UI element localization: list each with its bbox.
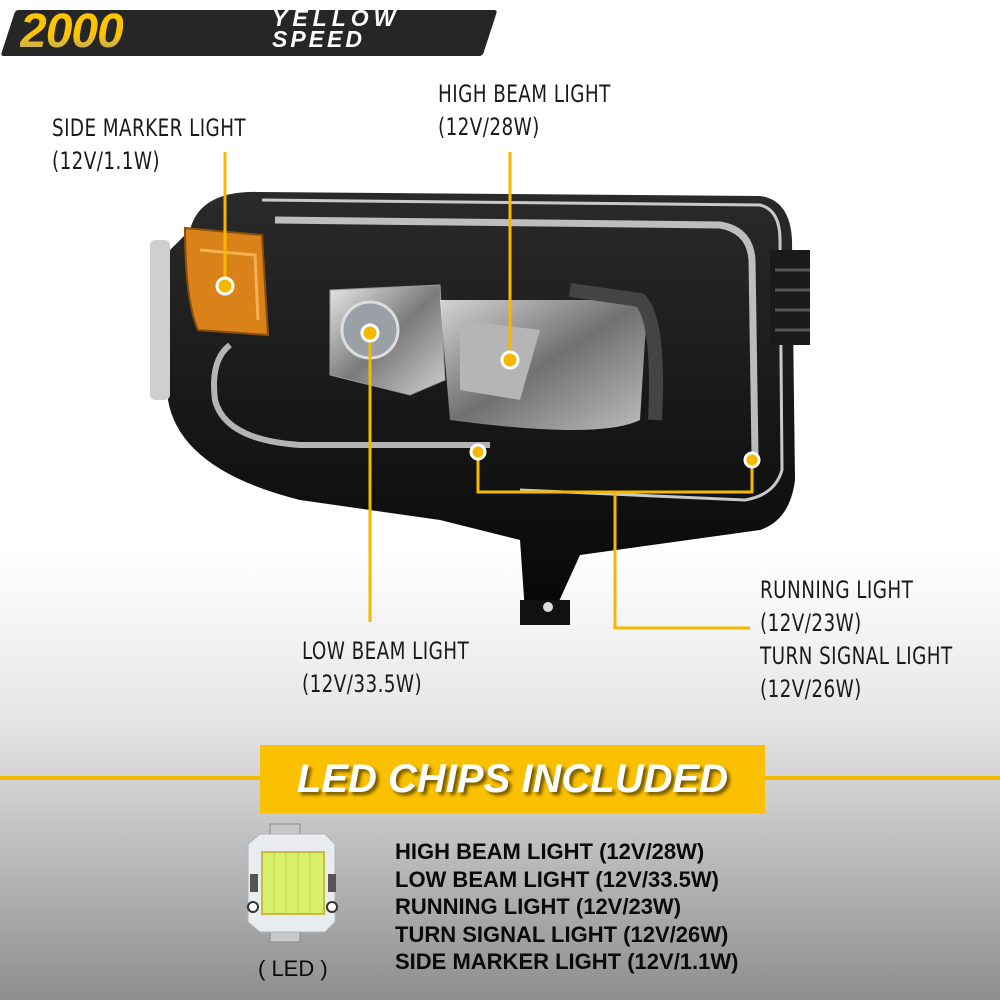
callout-low-beam: LOW BEAM LIGHT (12V/33.5W): [302, 635, 469, 701]
callout-spec: (12V/33.5W): [302, 670, 423, 698]
brand-logo-word: YELLOW SPEED: [272, 5, 401, 52]
led-chip-icon: [247, 823, 338, 943]
spec-item: TURN SIGNAL LIGHT (12V/26W): [395, 921, 729, 947]
banner-title: LED CHIPS INCLUDED: [296, 757, 729, 801]
callout-name: RUNNING LIGHT: [760, 576, 914, 604]
spec-item: LOW BEAM LIGHT (12V/33.5W): [395, 866, 719, 892]
callout-lines: [223, 152, 754, 630]
brand-word-1: YELLOW: [272, 5, 401, 31]
callout-spec: (12V/1.1W): [52, 147, 160, 175]
spec-item: HIGH BEAM LIGHT (12V/28W): [395, 839, 705, 864]
callout-dots: [215, 276, 761, 469]
brand-word-2: SPEED: [272, 26, 365, 52]
callout-side-marker: SIDE MARKER LIGHT (12V/1.1W): [52, 112, 246, 178]
callout-name: SIDE MARKER LIGHT: [52, 114, 247, 142]
callout-spec: (12V/28W): [438, 113, 540, 141]
callout-spec: (12V/26W): [760, 675, 862, 703]
led-caption: ( LED ): [258, 956, 328, 981]
spec-item: SIDE MARKER LIGHT (12V/1.1W): [395, 949, 739, 974]
callout-running-turn: RUNNING LIGHT (12V/23W) TURN SIGNAL LIGH…: [760, 574, 953, 706]
callout-name: LOW BEAM LIGHT: [302, 637, 470, 665]
spec-list: HIGH BEAM LIGHT (12V/28W) LOW BEAM LIGHT…: [395, 838, 738, 976]
brand-logo-number: 2000: [20, 5, 124, 58]
callout-name: TURN SIGNAL LIGHT: [760, 642, 953, 670]
headlight-housing: [150, 191, 810, 625]
banner: LED CHIPS INCLUDED: [260, 745, 765, 813]
callout-high-beam: HIGH BEAM LIGHT (12V/28W): [438, 78, 611, 144]
callout-spec: (12V/23W): [760, 609, 862, 637]
spec-item: RUNNING LIGHT (12V/23W): [395, 894, 682, 919]
callout-name: HIGH BEAM LIGHT: [438, 80, 611, 108]
